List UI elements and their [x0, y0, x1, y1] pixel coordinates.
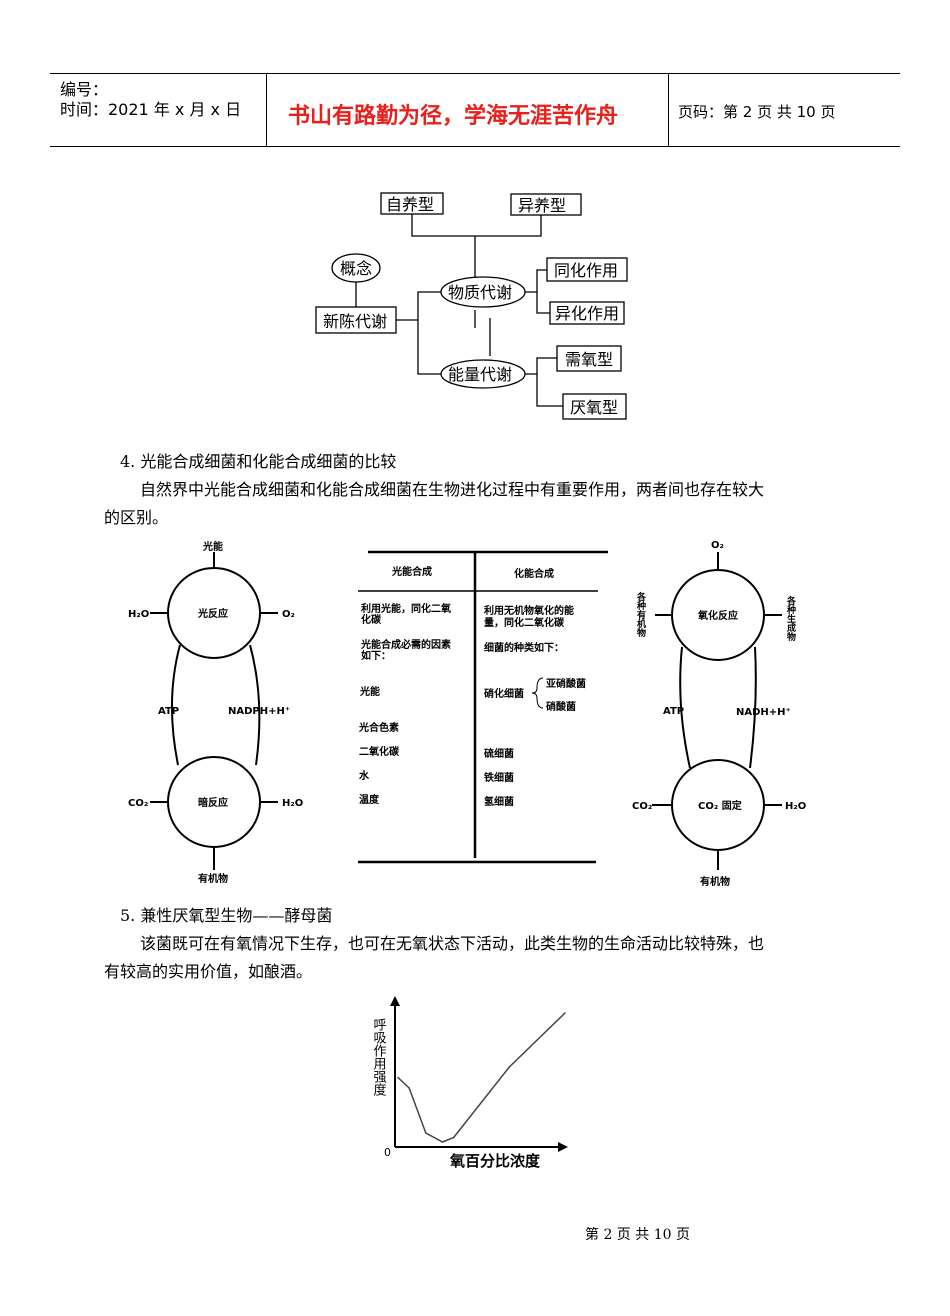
- section-5-paragraph-cont: 有较高的实用价值，如酿酒。: [104, 962, 313, 981]
- co2-input-label: CO₂: [632, 801, 652, 812]
- curve-point: [508, 1066, 511, 1068]
- table-header-photo: 光能合成: [391, 565, 432, 578]
- curve-point: [408, 1087, 410, 1089]
- section-5-paragraph: 该菌既可在有氧情况下生存，也可在无氧状态下活动，此类生物的生命活动比较特殊，也: [140, 934, 765, 953]
- origin-label: 0: [384, 1146, 391, 1159]
- nadh-label: NADH+H⁺: [736, 707, 791, 718]
- atp-label: ATP: [158, 706, 179, 717]
- number-label: 编号：: [60, 80, 109, 99]
- concept-ellipse: 概念: [340, 259, 372, 278]
- oxygen-input-label: O₂: [711, 540, 724, 551]
- section-5-heading: 5. 兼性厌氧型生物——酵母菌: [120, 906, 333, 925]
- curve-point: [441, 1141, 444, 1143]
- section-4-heading: 4. 光能合成细菌和化能合成细菌的比较: [120, 452, 397, 471]
- table-cell: 利用光能，同化二氧: [361, 602, 451, 615]
- table-cell: 温度: [359, 793, 380, 806]
- bacteria-comparison-figure: 光能 H₂O 光反应 O₂ ATP NADPH+H⁺ CO₂ 暗反应 H₂O 有…: [128, 540, 806, 888]
- header-divider: [266, 73, 267, 146]
- co2-input-label: CO₂: [128, 798, 148, 809]
- water-output-label: H₂O: [282, 798, 303, 809]
- metabolism-concept-diagram: 自养型 异养型 概念 新陈代谢 物质代谢 同化作用 异化作用 能量代谢 需氧型 …: [315, 192, 628, 420]
- autotroph-box: 自养型: [386, 195, 434, 214]
- curve-point: [452, 1136, 455, 1139]
- metabolism-box: 新陈代谢: [323, 312, 387, 331]
- section-4-paragraph-cont: 的区别。: [104, 508, 169, 527]
- table-cell: 二氧化碳: [359, 745, 400, 758]
- date-label: 时间：2021 年 x 月 x 日: [60, 100, 242, 119]
- table-cell: 量，同化二氧化碳: [484, 616, 565, 629]
- header-divider: [668, 73, 669, 146]
- dark-reaction-label: 暗反应: [198, 796, 228, 809]
- table-cell: 细菌的种类如下：: [484, 641, 564, 654]
- header-bottom-rule: [50, 146, 900, 147]
- energy-metabolism-ellipse: 能量代谢: [448, 365, 512, 384]
- light-energy-label: 光能: [202, 540, 223, 553]
- table-header-chemo: 化能合成: [514, 567, 554, 580]
- oxygen-output-label: O₂: [282, 609, 295, 620]
- chart-axes: [394, 1002, 565, 1148]
- table-cell: 氢细菌: [484, 795, 514, 808]
- table-left-column: 利用光能，同化二氧 化碳 光能合成必需的因素 如下： 光能 光合色素 二氧化碳 …: [358, 602, 451, 806]
- water-output-label: H₂O: [785, 801, 806, 812]
- x-axis-label: 氧百分比浓度: [449, 1152, 541, 1170]
- catabolism-box: 异化作用: [555, 304, 619, 323]
- nadph-label: NADPH+H⁺: [228, 706, 290, 717]
- motto: 书山有路勤为径，学海无涯苦作舟: [288, 103, 619, 129]
- section-4-paragraph: 自然界中光能合成细菌和化能合成细菌在生物进化过程中有重要作用，两者间也存在较大: [140, 480, 765, 499]
- table-cell: 化碳: [361, 613, 382, 626]
- table-cell: 铁细菌: [484, 771, 514, 784]
- oxidation-reaction-label: 氧化反应: [697, 609, 738, 622]
- aerobic-box: 需氧型: [565, 350, 613, 369]
- header-top-rule: [50, 73, 900, 74]
- table-right-column: 利用无机物氧化的能 量，同化二氧化碳 细菌的种类如下： 硝化细菌 亚硝酸菌 硝酸…: [484, 604, 586, 808]
- respiration-curve: [397, 1012, 566, 1143]
- organic-input-label: 各种有机物: [635, 591, 647, 638]
- table-cell: 如下：: [361, 649, 391, 662]
- co2-fixation-label: CO₂ 固定: [698, 799, 742, 812]
- atp-label: ATP: [663, 706, 684, 717]
- anabolism-box: 同化作用: [554, 261, 618, 280]
- heterotroph-box: 异养型: [518, 196, 566, 215]
- products-output-label: 各种生成物: [785, 595, 797, 642]
- axis-arrowheads: [390, 996, 568, 1152]
- light-reaction-label: 光反应: [197, 607, 228, 620]
- curve-point: [397, 1076, 399, 1079]
- table-cell: 亚硝酸菌: [546, 677, 586, 690]
- respiration-chart: 呼吸作用强度 0 氧百分比浓度: [371, 996, 568, 1170]
- curve-point: [564, 1012, 566, 1014]
- table-cell: 硝酸菌: [546, 700, 576, 713]
- y-axis-label: 呼吸作用强度: [371, 1018, 387, 1096]
- table-cell: 光合色素: [358, 721, 399, 734]
- table-cell: 利用无机物氧化的能: [484, 604, 574, 617]
- water-input-label: H₂O: [128, 609, 149, 620]
- organic-matter-label: 有机物: [198, 872, 228, 885]
- table-cell: 硝化细菌: [484, 687, 524, 700]
- page-footer: 第 2 页 共 10 页: [585, 1227, 690, 1243]
- page-label: 页码：第 2 页 共 10 页: [678, 103, 836, 121]
- table-cell: 水: [358, 769, 370, 782]
- curve-point: [425, 1132, 427, 1134]
- material-metabolism-ellipse: 物质代谢: [448, 283, 512, 302]
- table-cell: 光能合成必需的因素: [360, 638, 451, 651]
- organic-matter-label: 有机物: [700, 875, 730, 888]
- anaerobic-box: 厌氧型: [570, 398, 618, 417]
- table-cell: 硫细菌: [484, 747, 514, 760]
- table-cell: 光能: [359, 685, 380, 698]
